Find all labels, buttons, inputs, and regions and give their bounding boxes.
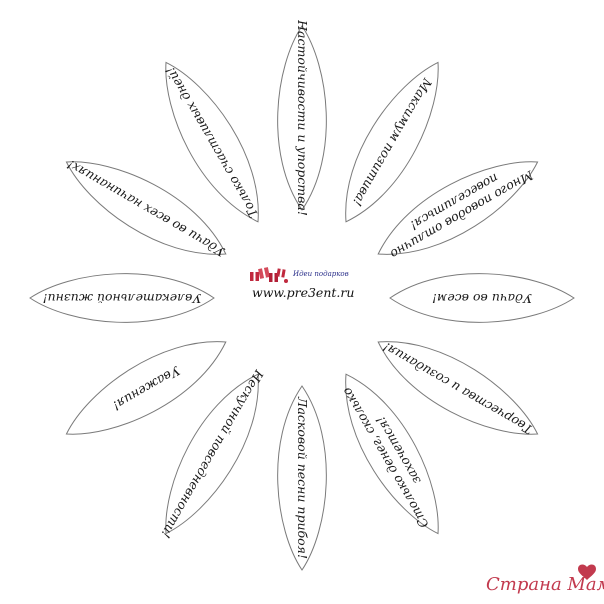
petal-wish-line: Увлекательной жизни!	[43, 291, 202, 306]
logo-caption: Идеи подарков	[292, 270, 349, 278]
petal-outline	[345, 373, 439, 535]
petal-wish: Творчества и созидания!	[380, 339, 535, 437]
petal-wish: Увлекательной жизни!	[43, 291, 202, 306]
watermark-text: Страна Мам	[486, 574, 604, 595]
petal-wish: Только счастливых дней!	[162, 64, 261, 220]
petal: Уважения!	[65, 341, 227, 435]
petal-wish: Удачи во всем!	[432, 291, 532, 306]
petal-outline	[277, 385, 327, 571]
petal: Ласковой песни прибоя!	[277, 385, 327, 571]
watermark: Страна Мам	[486, 564, 604, 595]
petal-wish-line: Творчества и созидания!	[380, 339, 535, 437]
petal-outline	[65, 161, 227, 255]
petal-wish-line: Только счастливых дней!	[162, 64, 261, 220]
petal-outline	[345, 61, 439, 223]
petal-wish: Ласковой песни прибоя!	[295, 396, 310, 559]
site-url: www.pre3ent.ru	[252, 285, 354, 300]
petal-wish-line: Максимум позитива!	[350, 75, 436, 209]
petal-outline	[389, 273, 575, 323]
gift-boxes-icon	[250, 266, 288, 283]
petal-wish-line: Настойчивости и упорства!	[295, 19, 310, 216]
petal-outline	[377, 161, 539, 255]
petal-outline	[377, 341, 539, 435]
petal: Настойчивости и упорства!	[277, 19, 327, 216]
petal-wish: Настойчивости и упорства!	[295, 19, 310, 216]
petal: Удачи во всем!	[389, 273, 575, 323]
petal-outline	[165, 61, 259, 223]
petal-outline	[165, 373, 259, 535]
heart-icon	[578, 564, 596, 580]
center-logo: Идеи подарков	[250, 266, 349, 283]
petal-outline	[277, 25, 327, 211]
petal-wish: Максимум позитива!	[350, 75, 436, 209]
petal-outline	[29, 273, 215, 323]
petal-outline	[65, 341, 227, 435]
petal-wish-line: Ласковой песни прибоя!	[295, 396, 310, 559]
petal-wish-line: Удачи во всем!	[432, 291, 532, 306]
petal: Увлекательной жизни!	[29, 273, 215, 323]
